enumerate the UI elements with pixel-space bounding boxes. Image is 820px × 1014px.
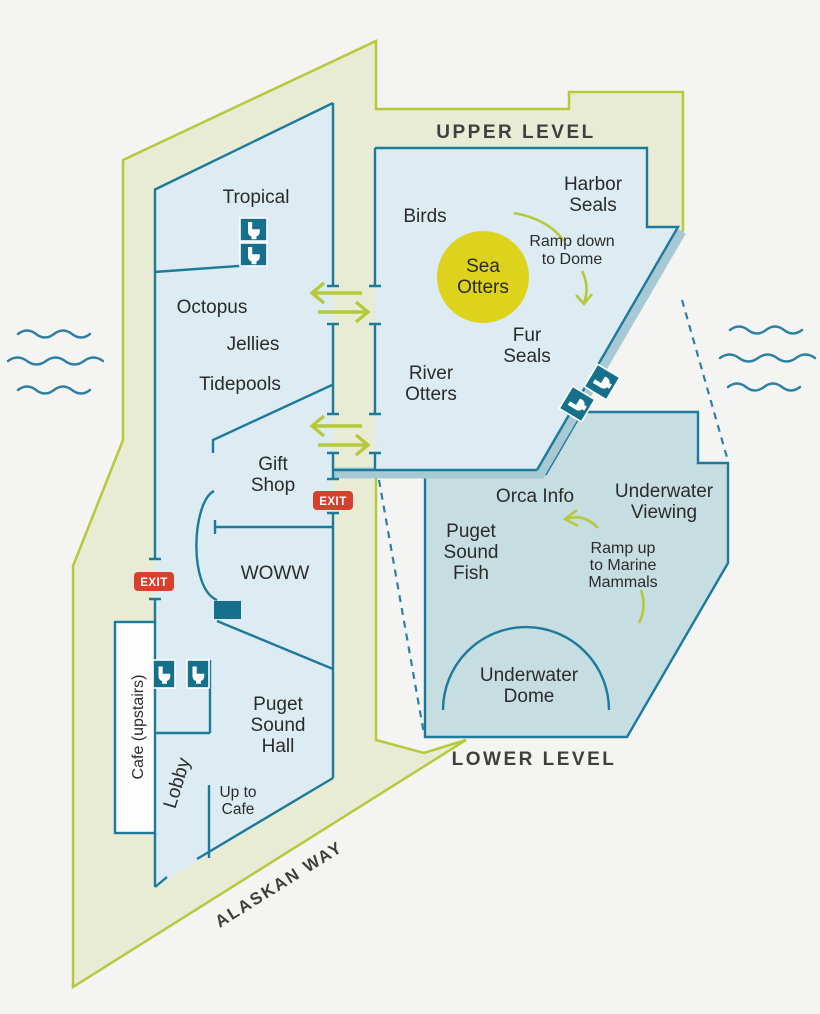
svg-text:Viewing: Viewing xyxy=(631,502,697,523)
ramp-up-arrow-icon xyxy=(562,508,645,624)
label-underwater-viewing: Underwater xyxy=(615,481,714,502)
waves-icon-right xyxy=(718,325,817,392)
two-way-arrows-icon xyxy=(309,414,371,457)
svg-text:EXIT: EXIT xyxy=(319,496,347,508)
two-way-arrows-icon xyxy=(309,281,371,324)
label-fur-seals: Fur xyxy=(513,325,542,346)
level-link-dashed-line xyxy=(377,479,426,735)
upper-level-walls xyxy=(332,146,681,472)
label-jellies: Jellies xyxy=(227,334,280,355)
label-puget-sound-hall: Puget xyxy=(253,694,303,715)
label-underwater-dome: Underwater xyxy=(480,665,579,686)
label-tropical: Tropical xyxy=(223,187,290,208)
restroom-icon xyxy=(558,385,596,423)
restroom-icon xyxy=(239,217,268,242)
main-building-walls xyxy=(149,101,339,888)
label-harbor-seals: Harbor xyxy=(564,174,623,195)
restroom-icon xyxy=(583,363,621,401)
label-orca-info: Orca Info xyxy=(496,486,574,507)
cafe-annex xyxy=(113,620,157,835)
svg-text:to Dome: to Dome xyxy=(542,251,603,268)
svg-text:Cafe: Cafe xyxy=(222,801,255,818)
label-sea-otters: Sea xyxy=(466,256,500,277)
svg-text:Otters: Otters xyxy=(405,384,457,405)
waves-icon-left xyxy=(6,329,105,395)
svg-text:Mammals: Mammals xyxy=(588,574,657,591)
ramp-down-arrow-icon xyxy=(513,211,594,307)
upper-level-shadow xyxy=(331,228,686,479)
svg-text:Shop: Shop xyxy=(251,475,295,496)
svg-text:Seals: Seals xyxy=(569,195,617,216)
note-up-to-cafe: Up to xyxy=(219,784,256,801)
upper-level-label: UPPER LEVEL xyxy=(436,122,595,143)
svg-text:Sound: Sound xyxy=(251,715,306,736)
elevator-block-icon xyxy=(214,601,241,619)
label-river-otters: River xyxy=(409,363,454,384)
restroom-icon xyxy=(239,242,268,267)
svg-text:Seals: Seals xyxy=(503,346,551,367)
exit-badge: EXIT xyxy=(134,572,174,591)
underwater-dome-arc xyxy=(441,625,611,711)
main-building xyxy=(154,103,333,887)
label-octopus: Octopus xyxy=(177,297,248,318)
level-link-dashed-line xyxy=(680,299,730,462)
label-tidepools: Tidepools xyxy=(199,374,281,395)
svg-text:Fish: Fish xyxy=(453,563,489,584)
lower-level-building xyxy=(423,410,730,739)
svg-text:Otters: Otters xyxy=(457,277,509,298)
svg-text:EXIT: EXIT xyxy=(140,577,168,589)
label-gift-shop: Gift xyxy=(258,454,288,475)
label-puget-sound-fish: Puget xyxy=(446,521,496,542)
svg-text:to Marine: to Marine xyxy=(590,557,657,574)
restroom-icon xyxy=(186,659,210,689)
label-woww: WOWW xyxy=(241,563,310,584)
lower-level-label: LOWER LEVEL xyxy=(452,749,617,770)
sea-otters-highlight xyxy=(437,231,529,323)
interior-partitions xyxy=(153,262,334,858)
note-ramp-up: Ramp up xyxy=(591,540,656,557)
label-cafe-upstairs: Cafe (upstairs) xyxy=(130,675,147,780)
label-birds: Birds xyxy=(403,206,446,227)
note-ramp-down: Ramp down xyxy=(529,233,614,250)
exit-badge: EXIT xyxy=(313,491,353,510)
svg-text:Sound: Sound xyxy=(444,542,499,563)
restroom-icon xyxy=(152,659,176,689)
svg-text:Hall: Hall xyxy=(262,736,295,757)
upper-level-building xyxy=(375,148,678,470)
svg-text:Dome: Dome xyxy=(504,686,555,707)
